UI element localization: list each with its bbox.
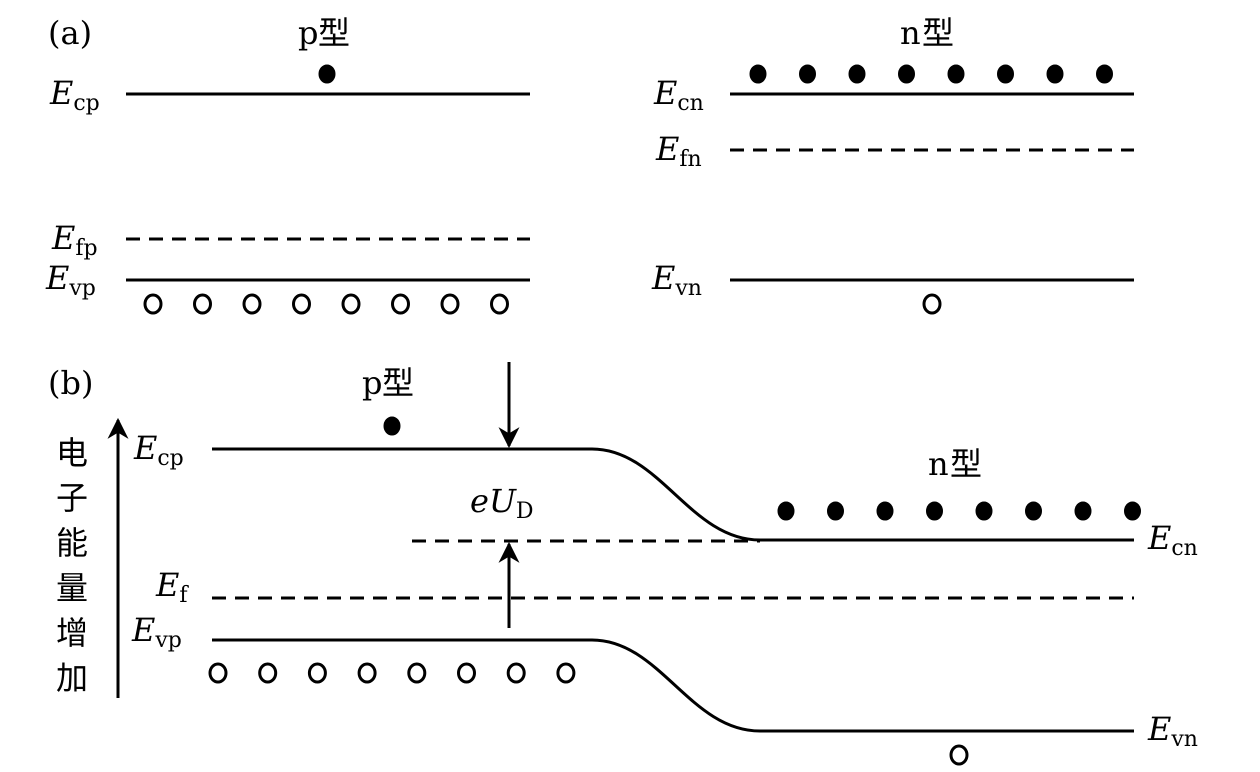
hole-circle xyxy=(506,662,526,684)
electron-dot xyxy=(997,64,1014,84)
hole-circle xyxy=(440,293,460,315)
n-type-title: n xyxy=(900,14,921,52)
hole-circle xyxy=(258,662,278,684)
p-type-title: p xyxy=(298,14,318,52)
electron-dot xyxy=(827,501,844,521)
electron-dot xyxy=(799,64,816,84)
hole-circle xyxy=(193,293,212,315)
valence-band-curve xyxy=(212,638,1134,733)
ecn-label-b: Ecn xyxy=(1147,519,1198,561)
panel-a-label: (a) xyxy=(48,14,92,52)
panel-a-p-side: p 型 Ecp Efp Evp xyxy=(45,14,530,315)
axis-label-char: 电 xyxy=(56,434,88,472)
n-type-title-cjk: 型 xyxy=(922,14,954,52)
hole-circle xyxy=(556,662,576,684)
electron-dot xyxy=(876,501,894,521)
electron-dot xyxy=(848,64,866,84)
axis-label-char: 子 xyxy=(56,479,88,517)
ecp-label-b: Ecp xyxy=(133,429,184,471)
p-side-holes xyxy=(143,293,509,315)
p-side-holes-b xyxy=(208,662,576,684)
efn-label: Efn xyxy=(655,130,702,172)
hole-circle xyxy=(949,744,969,766)
p-side-electrons xyxy=(318,64,336,84)
ecn-label: Ecn xyxy=(653,74,704,116)
electron-dot xyxy=(1025,501,1042,521)
n-side-electrons-b xyxy=(777,501,1141,521)
conduction-band-curve xyxy=(212,447,1134,542)
hole-circle xyxy=(307,662,327,684)
ef-label-b: Ef xyxy=(155,566,189,608)
hole-circle xyxy=(407,662,427,684)
evp-label: Evp xyxy=(45,259,96,301)
n-side-holes-b xyxy=(949,744,969,766)
evp-label-b: Evp xyxy=(131,611,182,653)
electron-dot xyxy=(975,501,993,521)
p-type-title-cjk-b: 型 xyxy=(382,364,414,402)
hole-circle xyxy=(341,293,361,315)
hole-circle xyxy=(208,662,228,684)
evn-label: Evn xyxy=(651,259,702,301)
panel-b-label: (b) xyxy=(48,364,93,402)
electron-dot xyxy=(318,64,336,84)
n-type-title-cjk-b: 型 xyxy=(950,445,982,483)
n-type-title-b: n xyxy=(928,445,949,483)
p-type-title-cjk: 型 xyxy=(318,14,350,52)
n-side-holes xyxy=(922,293,942,315)
panel-a-n-side: n 型 Ecn Efn Evn xyxy=(651,14,1134,315)
hole-circle xyxy=(357,662,377,684)
n-side-electrons xyxy=(749,64,1113,84)
hole-circle xyxy=(922,293,942,315)
hole-circle xyxy=(292,293,311,315)
electron-dot xyxy=(1124,501,1141,521)
axis-label-char: 量 xyxy=(56,569,88,607)
electron-dot xyxy=(383,416,401,436)
electron-dot xyxy=(947,64,965,84)
electron-dot xyxy=(1046,64,1064,84)
evn-label-b: Evn xyxy=(1147,710,1198,752)
p-side-electrons-b xyxy=(383,416,401,436)
ecp-label: Ecp xyxy=(49,74,100,116)
axis-label-char: 增 xyxy=(56,614,88,652)
hole-circle xyxy=(490,293,509,315)
efp-label: Efp xyxy=(51,219,98,261)
electron-dot xyxy=(1096,64,1113,84)
hole-circle xyxy=(242,293,262,315)
electron-dot xyxy=(777,501,795,521)
electron-dot xyxy=(749,64,767,84)
panel-a: (a) p 型 Ecp Efp Evp n 型 Ecn Efn Evn xyxy=(45,14,1134,315)
p-type-title-b: p xyxy=(362,364,382,402)
electron-dot xyxy=(898,64,915,84)
electron-dot xyxy=(926,501,943,521)
barrier-label: eUD xyxy=(470,482,534,524)
electron-dot xyxy=(1074,501,1092,521)
hole-circle xyxy=(143,293,163,315)
hole-circle xyxy=(391,293,410,315)
axis-label-char: 加 xyxy=(56,659,88,697)
hole-circle xyxy=(457,662,476,684)
axis-label-char: 能 xyxy=(56,524,88,562)
